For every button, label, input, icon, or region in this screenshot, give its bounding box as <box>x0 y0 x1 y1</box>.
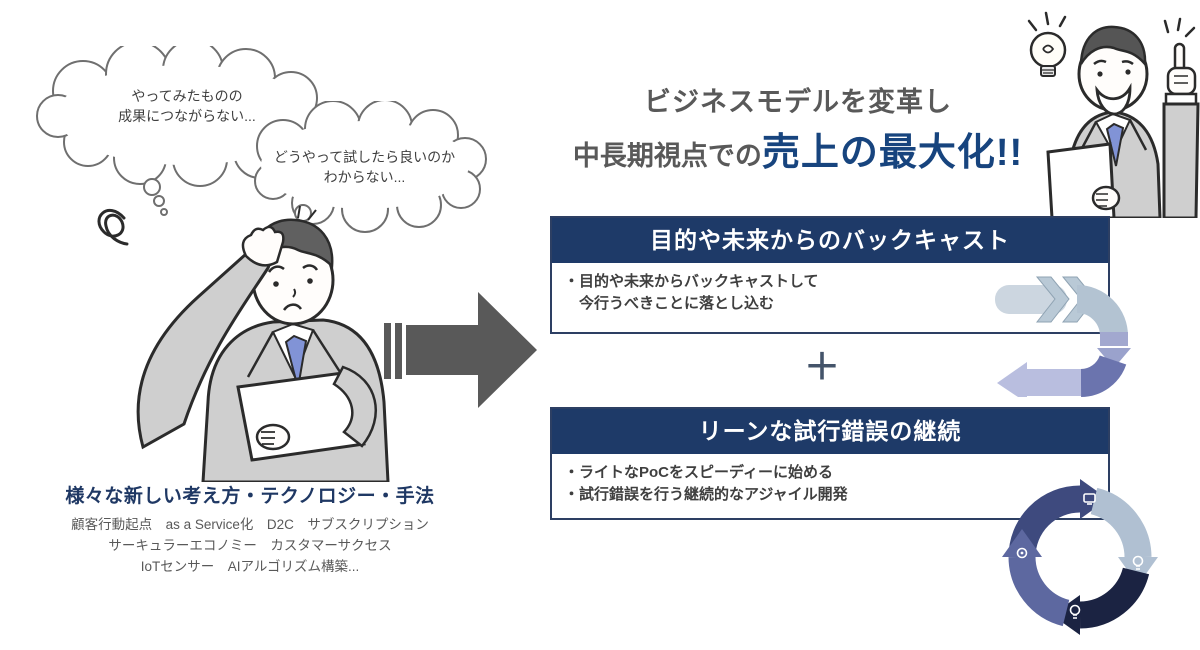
bullet-line: ・試行錯誤を行う継続的なアジャイル開発 <box>564 485 848 503</box>
hand-on-head <box>241 225 285 267</box>
plus-sign: ＋ <box>803 346 840 387</box>
keyword-line: 顧客行動起点 as a Service化 D2C サブスクリプション <box>71 517 429 532</box>
bullet-line: 今行うべきことに落とし込む <box>564 294 775 312</box>
happy-businessman-illustration <box>1027 11 1200 218</box>
necktie <box>1105 122 1125 167</box>
cycle-step-icon-learn <box>1016 547 1028 559</box>
cycle-step-icon-idea <box>1069 604 1081 619</box>
lean-iteration-box-body: ・ライトなPoCをスピーディーに始める ・試行錯誤を行う継続的なアジャイル開発 <box>552 454 1108 518</box>
smiling-mouth <box>1095 82 1132 116</box>
bullet-line: ・目的や未来からバックキャストして <box>564 273 819 290</box>
bubble1-text: やってみたものの 成果につながらない... <box>118 88 256 125</box>
bullet-line: ・ライトなPoCをスピーディーに始める <box>564 464 833 481</box>
sparkle-icon <box>1163 17 1196 38</box>
transform-right-arrow-icon <box>384 292 537 408</box>
problem-title: 様々な新しい考え方・テクノロジー・手法 <box>65 486 435 507</box>
iteration-cycle-arrows-icon <box>1002 479 1158 635</box>
backcast-box-header: 目的や未来からのバックキャスト <box>552 218 1108 263</box>
keyword-line: IoTセンサー AIアルゴリズム構築... <box>140 558 360 574</box>
keyword-line: サーキュラーエコノミー カスタマーサクセス <box>108 537 392 553</box>
cycle-step-icon-plan <box>1083 493 1096 505</box>
headline-line1: ビジネスモデルを変革し <box>644 87 952 117</box>
headline-line2-emphasis: 売上の最大化!! <box>761 132 1024 174</box>
lean-iteration-box-header: リーンな試行錯誤の継続 <box>552 409 1108 454</box>
backcast-uturn-arrow-icon <box>995 276 1131 397</box>
worried-businessman-illustration <box>97 205 390 482</box>
headline-line2-prefix: 中長期視点での <box>572 141 762 171</box>
lean-iteration-box: リーンな試行錯誤の継続 ・ライトなPoCをスピーディーに始める ・試行錯誤を行う… <box>550 407 1110 520</box>
bubble2-text: どうやって試したら良いのか わからない... <box>273 149 456 186</box>
lightbulb-icon <box>1027 11 1067 77</box>
solution-headline: ビジネスモデルを変革し 中長期視点での売上の最大化!! <box>552 80 1044 176</box>
bubble-trail-dots <box>143 178 168 216</box>
pointing-hand <box>1166 66 1197 96</box>
backcast-box: 目的や未来からのバックキャスト ・目的や未来からバックキャストして 今行うべきこ… <box>550 216 1110 334</box>
frustration-scribble-icon <box>97 209 129 246</box>
backcast-box-body: ・目的や未来からバックキャストして 今行うべきことに落とし込む <box>552 263 1108 332</box>
keyword-list: 顧客行動起点 as a Service化 D2C サブスクリプション サーキュラ… <box>20 515 480 578</box>
cycle-step-icon-build <box>1132 555 1144 570</box>
